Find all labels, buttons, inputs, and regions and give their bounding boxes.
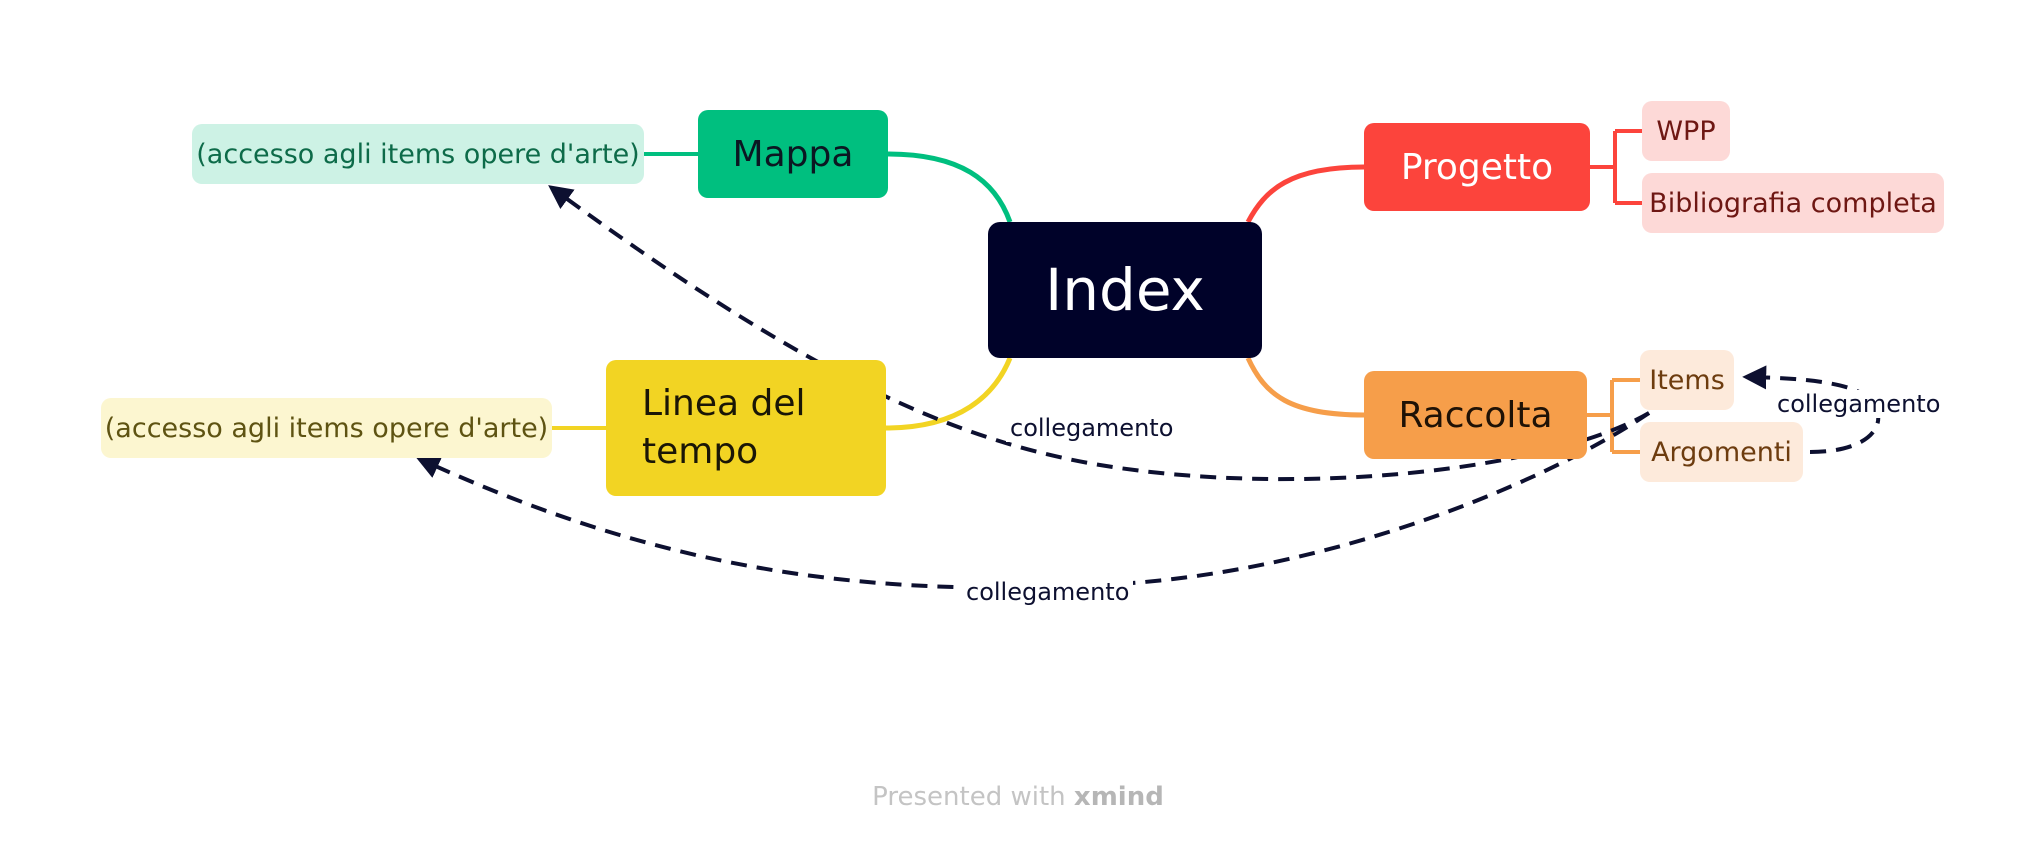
footer-credit: Presented with xmind xyxy=(0,782,2036,812)
topic-mappa[interactable]: Mappa xyxy=(698,110,888,198)
subtopic-argomenti[interactable]: Argomenti xyxy=(1640,422,1803,482)
subtopic-items[interactable]: Items xyxy=(1640,350,1734,410)
branch-line-raccolta xyxy=(1245,356,1365,418)
footer-prefix: Presented with xyxy=(872,782,1066,812)
branch-line-progetto xyxy=(1245,164,1365,224)
central-topic[interactable]: Index xyxy=(988,222,1262,358)
relation-label-2[interactable]: collegamento xyxy=(962,578,1134,606)
branch-line-linea xyxy=(885,357,1013,431)
subtopic-bibliografia[interactable]: Bibliografia completa xyxy=(1642,173,1944,233)
branch-line-mappa xyxy=(887,151,1013,223)
subline-raccolta xyxy=(1587,378,1640,454)
subline-progetto xyxy=(1590,129,1642,205)
relation-label-3[interactable]: collegamento xyxy=(1773,390,1945,418)
xmind-logo: xmind xyxy=(1073,782,1164,812)
topic-raccolta[interactable]: Raccolta xyxy=(1364,371,1587,459)
relation-label-1[interactable]: collegamento xyxy=(1006,414,1178,442)
subtopic-mappa-access[interactable]: (accesso agli items opere d'arte) xyxy=(192,124,644,184)
subtopic-linea-access[interactable]: (accesso agli items opere d'arte) xyxy=(101,398,552,458)
subtopic-wpp[interactable]: WPP xyxy=(1642,101,1730,161)
relation-line-1 xyxy=(548,185,1650,482)
topic-linea-line1: Linea del xyxy=(642,383,806,424)
relation-line-3 xyxy=(1742,365,1881,454)
topic-linea-del-tempo[interactable]: Linea del tempo xyxy=(606,360,886,496)
topic-linea-line2: tempo xyxy=(642,431,759,472)
topic-progetto[interactable]: Progetto xyxy=(1364,123,1590,211)
